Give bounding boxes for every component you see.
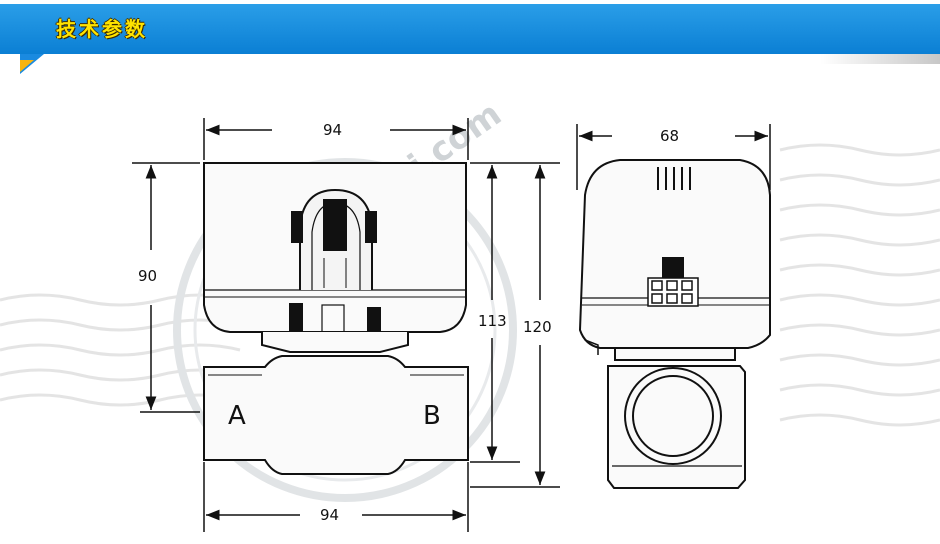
port-label-a: A [228, 401, 246, 431]
dim-label-front-height: 90 [138, 267, 157, 285]
dim-label-side-width: 68 [660, 127, 679, 145]
front-view [203, 162, 469, 475]
dim-label-front-width-bottom: 94 [320, 506, 339, 524]
dim-label-120: 120 [523, 318, 552, 336]
side-view [578, 159, 771, 489]
port-label-b: B [423, 401, 441, 431]
dim-label-front-width-top: 94 [323, 121, 342, 139]
dim-label-113: 113 [478, 312, 507, 330]
dimension-total-heights [470, 162, 560, 488]
dimension-front-width-top [203, 118, 469, 160]
dimension-side-width [576, 124, 771, 190]
header-shadow [820, 54, 940, 64]
section-title: 技术参数 [56, 17, 148, 41]
dimension-front-width-bottom [203, 462, 469, 532]
header-bar [0, 4, 940, 54]
wave-watermark [0, 143, 940, 427]
header-tab-accent [20, 60, 34, 72]
dimension-front-height [132, 162, 200, 413]
